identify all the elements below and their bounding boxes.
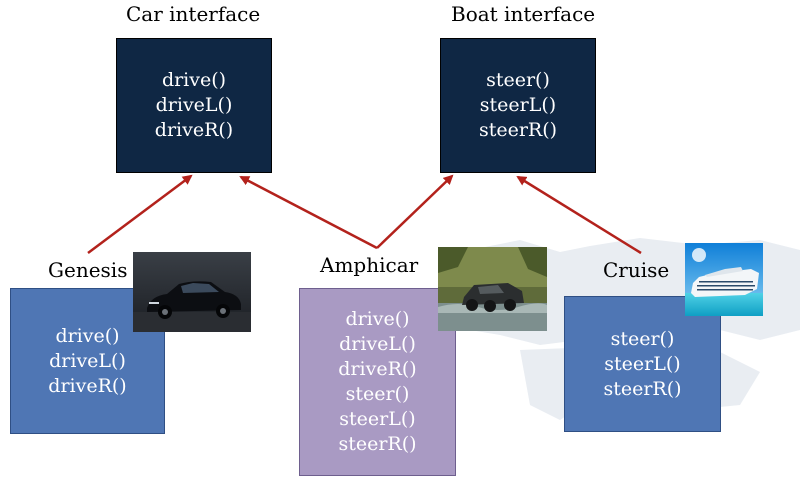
cruise-title: Cruise xyxy=(603,258,670,282)
method-label: steer() xyxy=(486,69,550,91)
car-interface-box: drive() driveL() driveR() xyxy=(116,38,272,173)
method-label: drive() xyxy=(345,308,410,330)
method-label: driveR() xyxy=(338,358,417,380)
method-label: steerL() xyxy=(339,408,416,430)
arrow-cruise-to-boat xyxy=(516,175,642,255)
arrow-amphicar-to-boat xyxy=(376,174,454,249)
cruise-class-box: steer() steerL() steerR() xyxy=(564,296,721,432)
method-label: steerL() xyxy=(604,352,681,375)
method-label: drive() xyxy=(55,324,120,347)
method-label: steerR() xyxy=(338,433,417,455)
method-label: steerR() xyxy=(603,377,682,400)
boat-interface-box: steer() steerL() steerR() xyxy=(440,38,596,173)
method-label: steerR() xyxy=(478,119,558,141)
car-interface-title: Car interface xyxy=(126,2,261,26)
method-label: steer() xyxy=(610,327,675,350)
amphicar-class-box: drive() driveL() driveR() steer() steerL… xyxy=(299,288,456,476)
method-label: driveR() xyxy=(154,119,234,141)
method-label: driveL() xyxy=(155,94,233,116)
car-photo xyxy=(133,252,251,332)
method-label: driveL() xyxy=(49,349,126,372)
method-label: steer() xyxy=(345,383,410,405)
method-label: steerL() xyxy=(479,94,557,116)
method-label: drive() xyxy=(161,69,227,91)
method-label: driveR() xyxy=(48,374,127,397)
boat-interface-title: Boat interface xyxy=(451,2,596,26)
genesis-title: Genesis xyxy=(48,258,128,282)
amphicar-title: Amphicar xyxy=(320,253,419,277)
arrow-amphicar-to-car xyxy=(239,175,378,250)
method-label: driveL() xyxy=(339,333,416,355)
amphibious-vehicle-photo xyxy=(438,247,547,331)
arrow-genesis-to-car xyxy=(87,174,193,255)
cruise-ship-photo xyxy=(685,243,763,316)
